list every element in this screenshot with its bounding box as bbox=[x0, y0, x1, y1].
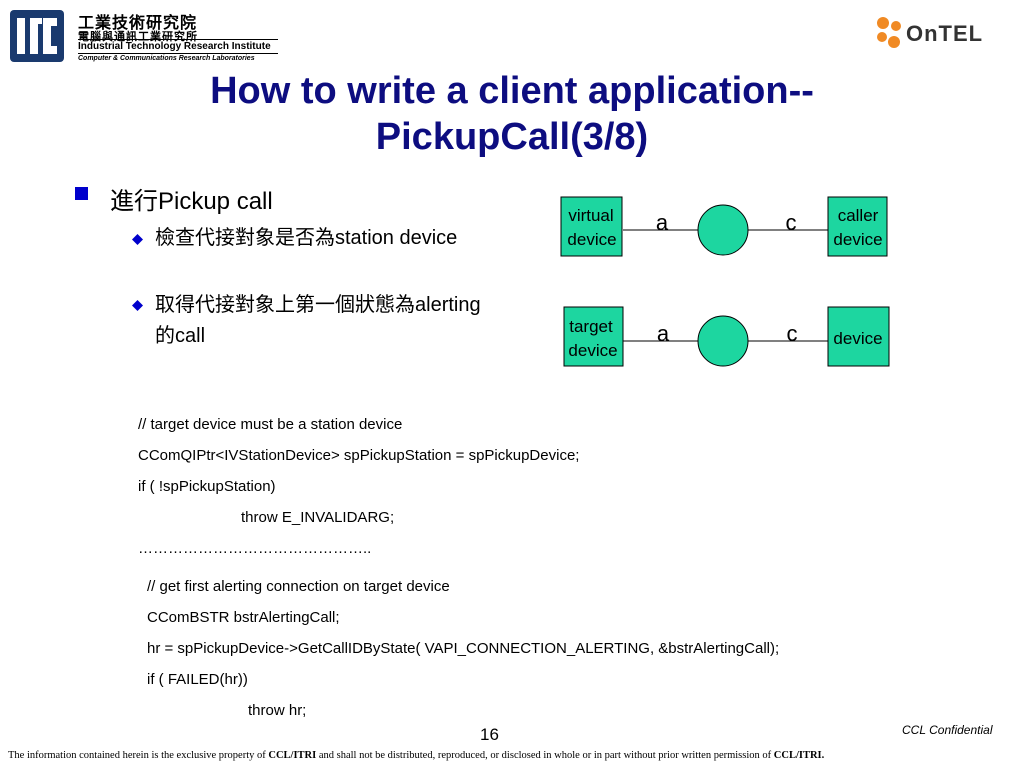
slide-title-line1: How to write a client application-- bbox=[210, 70, 814, 112]
ontel-logo-icon bbox=[877, 17, 901, 48]
itri-divider bbox=[78, 39, 278, 40]
target-device-label-1: target bbox=[569, 317, 613, 336]
target-device-box bbox=[563, 306, 624, 367]
code-line: CComQIPtr<IVStationDevice> spPickupStati… bbox=[138, 447, 580, 464]
code-line: CComBSTR bstrAlertingCall; bbox=[147, 609, 340, 626]
confidential-label: CCL Confidential bbox=[902, 723, 993, 737]
target-device-label-2: device bbox=[568, 341, 617, 360]
diamond-bullet-icon bbox=[132, 300, 143, 311]
bullet-get-alerting-call: 取得代接對象上第一個狀態為alerting的call bbox=[155, 294, 481, 347]
itri-divider bbox=[78, 53, 278, 54]
itri-name-cn: 工業技術研究院 bbox=[78, 15, 198, 32]
bullet-check-station: 檢查代接對象是否為station device bbox=[155, 227, 458, 249]
connection-a-label: a bbox=[657, 321, 670, 346]
virtual-device-label-2: device bbox=[567, 230, 616, 249]
square-bullet-icon bbox=[75, 187, 88, 200]
diamond-bullet-icon bbox=[132, 234, 143, 245]
code-line: if ( !spPickupStation) bbox=[138, 478, 276, 495]
virtual-device-label-1: virtual bbox=[568, 206, 613, 225]
code-line: if ( FAILED(hr)) bbox=[147, 671, 248, 688]
connection-a-label: a bbox=[656, 210, 669, 235]
itri-name-en: Industrial Technology Research Institute bbox=[78, 41, 271, 52]
code-line: hr = spPickupDevice->GetCallIDByState( V… bbox=[147, 640, 780, 657]
virtual-device-box bbox=[560, 196, 623, 257]
disclaimer-org: CCL/ITRI. bbox=[773, 750, 825, 761]
code-ellipsis: ……………………………………….. bbox=[138, 540, 372, 557]
diagram-row-2: target device a c device bbox=[563, 306, 890, 367]
code-comment: // target device must be a station devic… bbox=[138, 416, 403, 433]
caller-device-box bbox=[827, 196, 888, 257]
call-node bbox=[697, 204, 749, 256]
itri-logo-icon bbox=[10, 10, 64, 62]
page-number: 16 bbox=[480, 725, 499, 744]
code-line: throw E_INVALIDARG; bbox=[241, 509, 395, 526]
disclaimer-text: and shall not be distributed, reproduced… bbox=[316, 750, 774, 761]
call-node bbox=[697, 315, 749, 367]
connection-c-label: c bbox=[787, 321, 798, 346]
disclaimer-org: CCL/ITRI bbox=[268, 750, 317, 761]
ontel-wordmark: OnTEL bbox=[906, 21, 984, 46]
disclaimer: The information contained herein is the … bbox=[8, 750, 1018, 761]
pickup-diagram: virtual device a c caller device target … bbox=[560, 196, 890, 367]
device-box bbox=[827, 306, 890, 367]
code-line: throw hr; bbox=[248, 702, 307, 719]
itri-lab-cn: 電腦與通訊工業研究所 bbox=[78, 31, 198, 43]
device-label: device bbox=[833, 329, 882, 348]
caller-device-label-2: device bbox=[833, 230, 882, 249]
slide-title: How to write a client application-- Pick… bbox=[100, 68, 924, 160]
itri-lab-en: Computer & Communications Research Labor… bbox=[78, 55, 255, 62]
code-comment: // get first alerting connection on targ… bbox=[147, 578, 450, 595]
slide-title-line2: PickupCall(3/8) bbox=[375, 116, 649, 158]
caller-device-label-1: caller bbox=[838, 206, 879, 225]
bullet-pickup-call: 進行Pickup call bbox=[110, 188, 273, 215]
diagram-row-1: virtual device a c caller device bbox=[560, 196, 888, 257]
disclaimer-text: The information contained herein is the … bbox=[8, 750, 269, 761]
connection-c-label: c bbox=[786, 210, 797, 235]
